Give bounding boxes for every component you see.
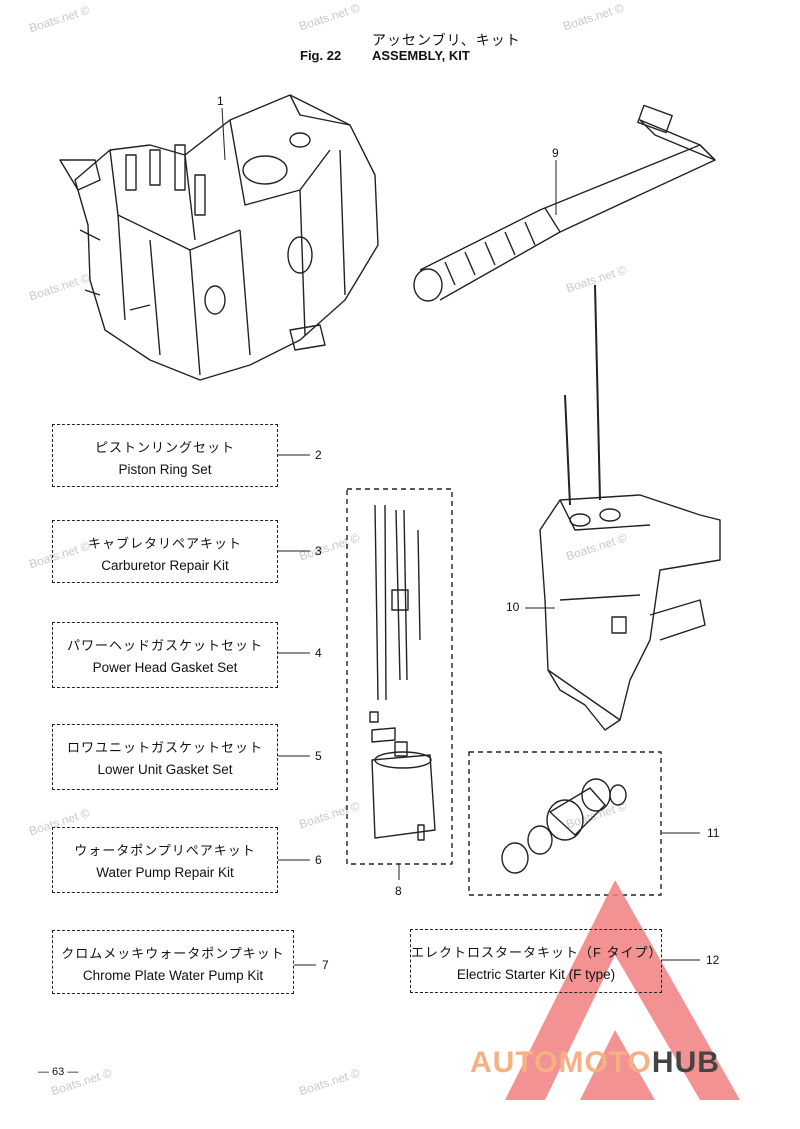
callout-9: 9 xyxy=(552,146,559,160)
kit-label-jp: ウォータポンプリペアキット xyxy=(74,843,256,858)
power-head-drawing xyxy=(59,94,379,381)
brand-part-2: HUB xyxy=(651,1046,720,1079)
kit-label-en: Water Pump Repair Kit xyxy=(96,865,234,880)
title-japanese: アッセンブリ、キット xyxy=(372,32,521,48)
figure-title: ASSEMBLY, KIT xyxy=(372,48,470,63)
kit-label-en: Lower Unit Gasket Set xyxy=(97,762,233,777)
callout-2: 2 xyxy=(315,448,322,462)
kit-label-en: Electric Starter Kit (F type) xyxy=(456,967,616,982)
tiller-handle-drawing xyxy=(413,104,716,302)
callout-1: 1 xyxy=(217,94,224,108)
kit-piston-ring-set: ピストンリングセット Piston Ring Set xyxy=(52,424,278,487)
callout-7: 7 xyxy=(322,958,329,972)
callout-6: 6 xyxy=(315,853,322,867)
page-number: — 63 — xyxy=(38,1066,79,1078)
callout-4: 4 xyxy=(315,646,322,660)
kit-label-en: Piston Ring Set xyxy=(118,462,212,477)
figure-number: Fig. 22 xyxy=(300,48,342,63)
kit-label-jp: クロムメッキウォータポンプキット xyxy=(61,946,285,961)
callout-11: 11 xyxy=(707,826,720,840)
kit-label-jp: キャブレタリペアキット xyxy=(87,536,242,551)
brand-logo-text: AUTOMOTOHUB xyxy=(470,1046,720,1080)
brand-triangle-logo xyxy=(505,880,740,1100)
starter-parts-box xyxy=(468,751,662,896)
kit-label-jp: ピストンリングセット xyxy=(94,440,235,455)
kit-electric-starter: エレクトロスタータキット（F タイプ） Electric Starter Kit… xyxy=(410,929,662,993)
kit-label-jp: パワーヘッドガスケットセット xyxy=(66,638,263,653)
kit-water-pump-repair: ウォータポンプリペアキット Water Pump Repair Kit xyxy=(52,827,278,893)
shaft-kit-drawing xyxy=(369,504,436,841)
callout-3: 3 xyxy=(315,544,322,558)
kit-chrome-plate-water-pump: クロムメッキウォータポンプキット Chrome Plate Water Pump… xyxy=(52,930,294,994)
kit-lower-unit-gasket: ロワユニットガスケットセット Lower Unit Gasket Set xyxy=(52,724,278,790)
brand-part-1: AUTOMOTO xyxy=(470,1046,652,1079)
callout-10: 10 xyxy=(506,600,520,614)
callout-5: 5 xyxy=(315,749,322,763)
kit-label-en: Chrome Plate Water Pump Kit xyxy=(82,968,264,983)
kit-carburetor-repair: キャブレタリペアキット Carburetor Repair Kit xyxy=(52,520,278,583)
callout-8: 8 xyxy=(395,884,402,898)
callout-12: 12 xyxy=(706,953,720,967)
lower-unit-drawing xyxy=(539,284,721,731)
starter-parts-drawing xyxy=(501,778,627,874)
kit-label-jp: エレクトロスタータキット（F タイプ） xyxy=(411,945,663,960)
leader-1 xyxy=(221,107,226,161)
kit-label-en: Power Head Gasket Set xyxy=(92,660,238,675)
kit-power-head-gasket: パワーヘッドガスケットセット Power Head Gasket Set xyxy=(52,622,278,688)
kit-label-jp: ロワユニットガスケットセット xyxy=(66,740,263,755)
kit-label-en: Carburetor Repair Kit xyxy=(101,558,229,573)
